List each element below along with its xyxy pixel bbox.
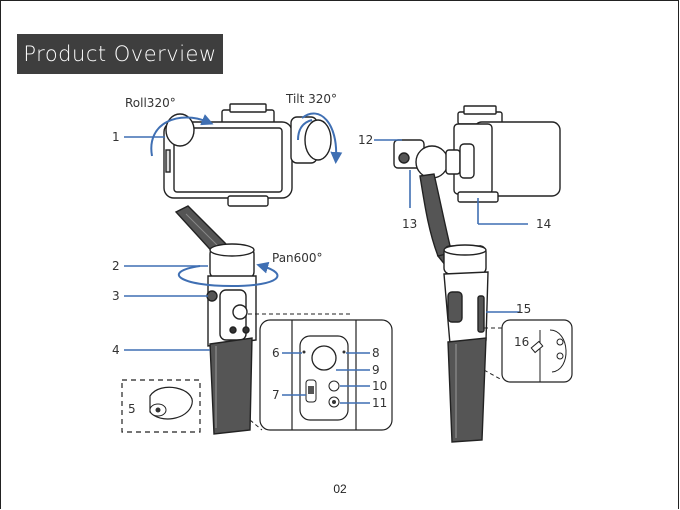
callout-3: 3 <box>112 289 120 303</box>
callout-11: 11 <box>372 396 387 410</box>
callout-14: 14 <box>536 217 551 231</box>
pan-label: Pan600° <box>272 251 323 265</box>
tilt-label: Tilt 320° <box>285 92 337 106</box>
callout-10: 10 <box>372 379 387 393</box>
callout-16: 16 <box>514 335 529 349</box>
callout-4: 4 <box>112 343 120 357</box>
callout-2: 2 <box>112 259 120 273</box>
callout-15: 15 <box>516 302 531 316</box>
callout-13: 13 <box>402 217 417 231</box>
callout-12: 12 <box>358 133 373 147</box>
callout-7: 7 <box>272 388 280 402</box>
roll-label: Roll320° <box>125 96 176 110</box>
callout-1: 1 <box>112 130 120 144</box>
callout-6: 6 <box>272 346 280 360</box>
callout-8: 8 <box>372 346 380 360</box>
callout-9: 9 <box>372 363 380 377</box>
page-number: 02 <box>0 482 680 496</box>
gimbal-side-view <box>394 106 560 442</box>
callout-5: 5 <box>128 402 136 416</box>
